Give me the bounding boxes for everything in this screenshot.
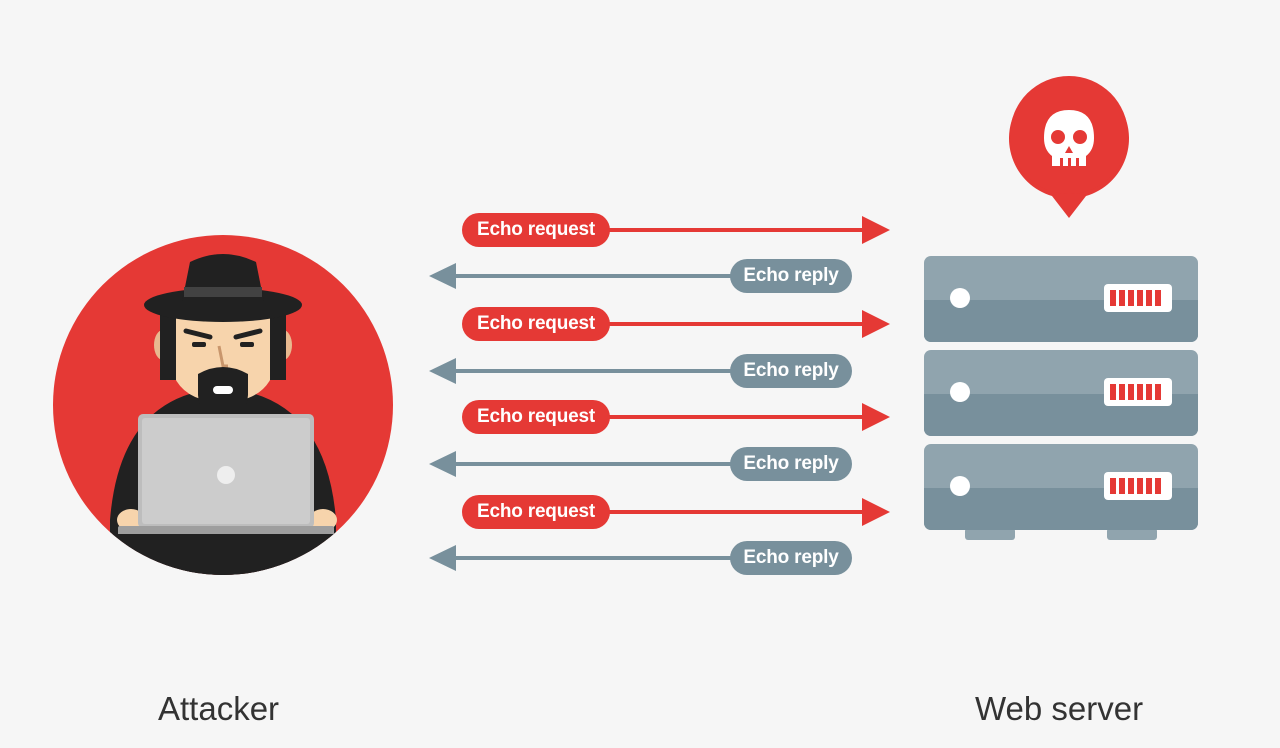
web-server-caption: Web server (975, 690, 1144, 727)
attacker-caption: Attacker (158, 690, 280, 727)
reply-arrow-3 (429, 451, 740, 477)
echo-request-label: Echo request (462, 213, 610, 247)
echo-reply-label: Echo reply (730, 354, 852, 388)
echo-request-label: Echo request (462, 495, 610, 529)
echo-reply-label: Echo reply (730, 447, 852, 481)
echo-reply-label: Echo reply (730, 541, 852, 575)
request-arrow-2 (600, 310, 890, 338)
server-rack-icon (924, 256, 1198, 540)
hacker-with-laptop-icon (53, 235, 393, 575)
echo-reply-label: Echo reply (730, 259, 852, 293)
reply-arrow-4 (429, 545, 740, 571)
reply-arrow-2 (429, 358, 740, 384)
server-unit-2 (924, 350, 1198, 436)
request-arrow-4 (600, 498, 890, 526)
server-unit-3 (924, 444, 1198, 530)
server-unit-1 (924, 256, 1198, 342)
echo-request-label: Echo request (462, 307, 610, 341)
request-arrow-1 (600, 216, 890, 244)
echo-request-label: Echo request (462, 400, 610, 434)
request-arrow-3 (600, 403, 890, 431)
skull-marker-icon (1009, 76, 1130, 218)
reply-arrow-1 (429, 263, 740, 289)
